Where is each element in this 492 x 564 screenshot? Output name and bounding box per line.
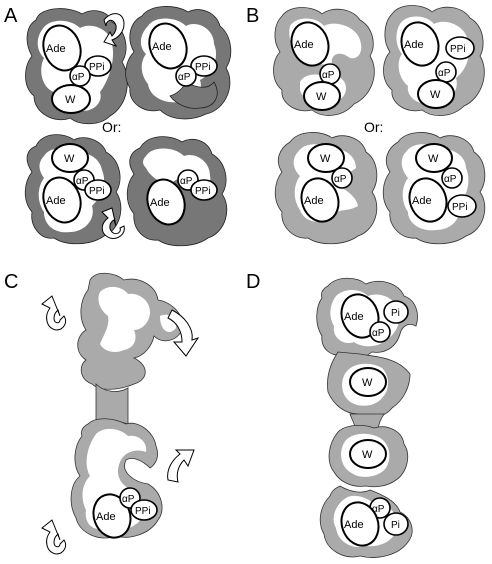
label-ade: Ade [294,39,314,51]
ade-ellipse [148,22,188,70]
label-ppi: PPi [135,506,151,517]
alpha-p-circle [175,65,197,87]
label-pi: Pi [391,520,400,531]
label-alpha-p: αP [438,68,451,79]
panel-b-molecule-4: W αP Ade PPi [382,132,486,245]
ppi-ellipse [84,179,112,201]
panel-c-protein: αP Ade PPi [70,272,184,539]
label-ade: Ade [152,41,172,53]
ade-ellipse [146,178,186,226]
label-ade: Ade [150,197,170,209]
label-ppi: PPi [89,186,105,197]
rotation-arrow-icon [103,13,125,47]
label-alpha-p: αP [444,174,457,185]
ade-ellipse [42,176,82,224]
label-alpha-p: αP [322,70,335,81]
label-ppi: PPi [89,62,105,73]
panel-b-letter: B [246,5,259,27]
or-separator: Or: [102,119,121,135]
w-ellipse [51,84,91,114]
ppi-ellipse [130,499,158,521]
panel-a-molecule-3: W αP PPi Ade [24,134,122,245]
ppi-ellipse [445,36,475,60]
panel-b-molecule-3: W αP Ade [274,132,378,245]
ppi-ellipse [190,179,218,201]
label-ade: Ade [344,519,364,531]
ade-ellipse [400,21,440,67]
label-ade: Ade [412,195,432,207]
rotation-arrow-icon [167,449,195,483]
w-ellipse [417,79,455,109]
or-separator: Or: [364,119,383,135]
label-w: W [320,153,331,165]
label-alpha-p: αP [334,174,347,185]
label-alpha-p: αP [72,72,85,83]
label-ade: Ade [304,195,324,207]
w-ellipse [349,367,387,397]
ppi-ellipse [84,55,112,77]
label-alpha-p: αP [178,72,191,83]
label-alpha-p: αP [180,176,193,187]
alpha-p-circle [331,167,353,189]
panel-a-molecule-1: Ade PPi αP W [25,8,128,125]
label-ppi: PPi [195,186,211,197]
label-alpha-p: αP [372,504,385,515]
label-ade: Ade [96,511,116,523]
w-ellipse [307,143,345,173]
w-ellipse [415,143,453,173]
ppi-ellipse [190,55,218,77]
ade-ellipse [290,21,330,67]
panel-d-protein: Ade Pi αP W W αP Ade Pi [316,277,418,558]
label-pi: Pi [391,308,400,319]
pi-ellipse [383,512,409,536]
label-w: W [64,153,75,165]
alpha-p-circle [441,167,463,189]
ade-ellipse [340,501,380,547]
w-ellipse [303,81,341,111]
alpha-p-circle [369,321,391,343]
panel-b-molecule-1: Ade αP W [273,7,375,116]
label-ade: Ade [404,39,424,51]
ade-ellipse [92,493,132,539]
label-ppi: PPi [195,62,211,73]
panel-a-molecule-4: αP PPi Ade [126,136,228,247]
panel-a-letter: A [4,5,18,27]
rotation-arrow-icon [167,309,200,357]
pi-ellipse [383,300,409,324]
label-w: W [428,153,439,165]
panel-b-molecule-2: Ade PPi αP W [383,5,485,116]
label-alpha-p: αP [76,176,89,187]
panel-c-letter: C [4,271,18,293]
label-w: W [316,91,327,103]
rotation-arrow-icon [41,519,67,555]
panel-d-letter: D [246,271,260,293]
label-ppi: PPi [452,202,468,213]
ade-ellipse [42,24,82,72]
w-ellipse [51,143,89,173]
ppi-ellipse [447,194,477,218]
label-ppi: PPi [450,44,466,55]
label-ade: Ade [344,311,364,323]
panel-a-molecule-2: Ade PPi αP [125,6,232,120]
ade-ellipse [340,293,380,339]
ade-ellipse [408,177,448,223]
label-alpha-p: αP [372,328,385,339]
label-ade: Ade [46,195,66,207]
rotation-arrow-icon [41,295,67,331]
label-w: W [362,377,373,389]
ade-ellipse [300,177,340,223]
label-alpha-p: αP [122,494,135,505]
label-w: W [362,449,373,461]
w-ellipse [349,439,387,469]
label-w: W [65,94,76,106]
label-ade: Ade [46,43,66,55]
label-w: W [430,89,441,101]
rotation-arrow-icon [101,207,125,239]
